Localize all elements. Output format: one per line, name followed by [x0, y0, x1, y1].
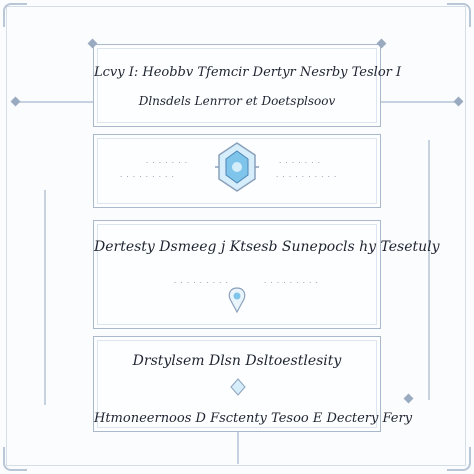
corner-ornament: [447, 3, 471, 27]
divider-dots: · · · · · · · · · ·: [276, 173, 338, 181]
crystal-crest-icon: [215, 142, 259, 192]
bottom-stem: [237, 432, 239, 464]
connector-line: [12, 101, 93, 103]
corner-ornament: [447, 447, 471, 471]
corner-ornament: [3, 447, 27, 471]
summary-title: Drstylsem Dlsn Dsltoestlesity: [132, 353, 342, 369]
connector-line: [381, 101, 462, 103]
description-line: Dertesty Dsmeeg j Ktsesb Sunepocls hy Te…: [94, 239, 440, 255]
outer-frame: [6, 6, 466, 466]
corner-ornament: [3, 3, 27, 27]
side-rail-left: [44, 190, 46, 405]
title-panel: Lcvy I: Heobbv Tfemcir Dertyr Nesrby Tes…: [87, 38, 402, 127]
divider-dots: · · · · · · · · ·: [120, 173, 175, 181]
divider-dots: · · · · · · · · ·: [174, 279, 229, 287]
divider-dots: · · · · · · · · ·: [264, 279, 319, 287]
footer-flourish-icon: [230, 378, 246, 396]
title-line: Lcvy I: Heobbv Tfemcir Dertyr Nesrby Tes…: [94, 65, 402, 80]
divider-dots: · · · · · · ·: [146, 159, 188, 167]
side-rail-right: [428, 140, 430, 400]
subtitle-line: Dlnsdels Lenrror et Doetsplsoov: [138, 94, 336, 108]
small-emblem-icon: [228, 287, 246, 314]
summary-footer: Htmoneernoos D Fsctenty Tesoo E Dectery …: [94, 411, 413, 426]
divider-dots: · · · · · · ·: [279, 159, 321, 167]
